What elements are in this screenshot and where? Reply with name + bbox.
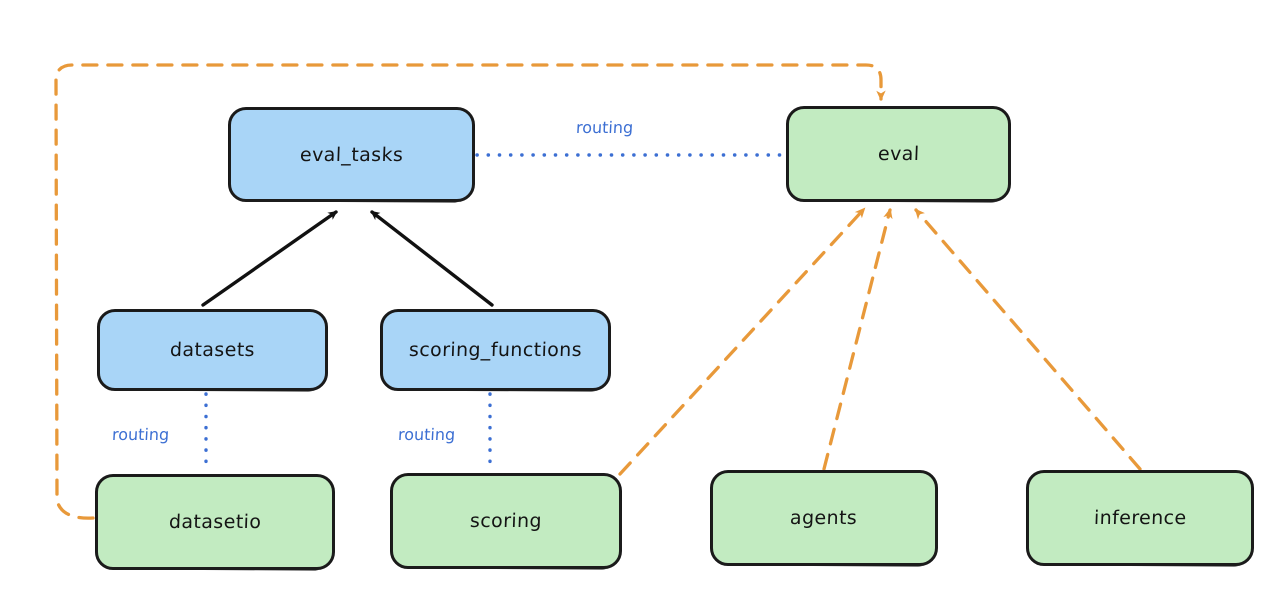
node-inference[interactable]: inference xyxy=(1026,470,1254,566)
edge-label-routing-datasets: routing xyxy=(111,425,170,444)
edge-label-routing-top: routing xyxy=(575,118,634,137)
node-label: inference xyxy=(1093,507,1187,529)
node-label: agents xyxy=(790,507,858,529)
node-label: scoring_functions xyxy=(408,339,583,361)
edge-label-routing-scoring-functions: routing xyxy=(397,425,456,444)
node-label: datasets xyxy=(169,339,256,361)
edge-datasets-eval-tasks xyxy=(201,210,338,307)
node-eval[interactable]: eval xyxy=(786,106,1011,202)
node-eval-tasks[interactable]: eval_tasks xyxy=(228,107,475,202)
edge-inference-eval xyxy=(914,208,1142,471)
edge-scoring-eval xyxy=(618,207,866,476)
node-datasetio[interactable]: datasetio xyxy=(95,474,335,570)
node-agents[interactable]: agents xyxy=(710,470,938,566)
node-label: scoring xyxy=(469,510,543,532)
node-label: eval_tasks xyxy=(299,143,404,166)
node-scoring-functions[interactable]: scoring_functions xyxy=(380,309,611,391)
node-scoring[interactable]: scoring xyxy=(390,473,622,569)
edge-scoring-functions-eval-tasks xyxy=(370,210,494,307)
node-datasets[interactable]: datasets xyxy=(97,309,328,391)
edge-agents-eval xyxy=(822,208,893,471)
node-label: eval xyxy=(877,143,920,165)
node-label: datasetio xyxy=(168,511,262,533)
